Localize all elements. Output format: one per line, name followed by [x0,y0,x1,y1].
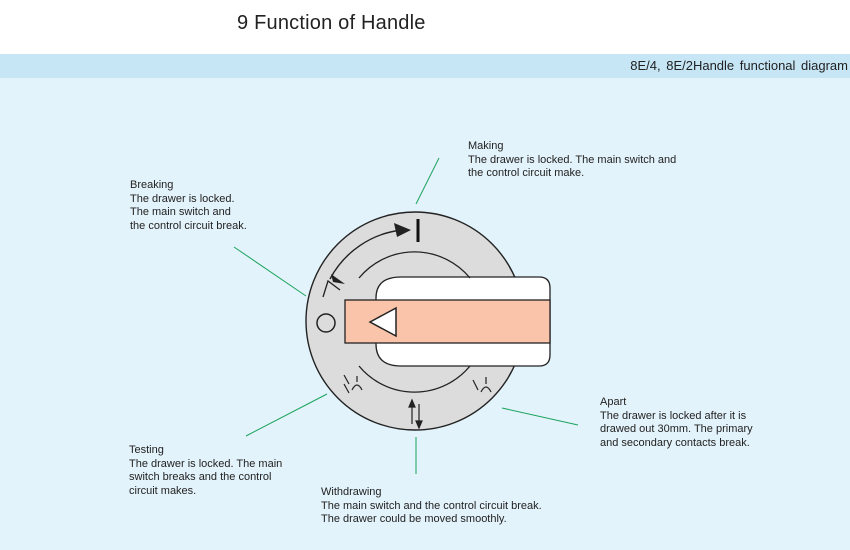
leader-line-testing [245,393,328,437]
label-testing: Testing The drawer is locked. The main s… [129,444,319,498]
leader-line-apart [501,407,579,426]
leader-line-breaking [233,246,307,297]
handle-shadow-arc [358,251,471,279]
test-contact-icon [343,374,363,394]
page-title: 9 Function of Handle [237,12,426,34]
rotation-arc [329,229,403,280]
rotation-arrow-icon [394,223,411,237]
label-making-desc: The drawer is locked. The main switch an… [468,153,677,180]
label-making: Making The drawer is locked. The main sw… [468,140,708,181]
handle-diagram [233,157,579,474]
withdraw-arrows-icon [408,398,423,430]
break-zigzag-icon [322,279,341,298]
label-withdrawing: Withdrawing The main switch and the cont… [321,486,581,527]
label-testing-title: Testing [129,444,164,456]
leader-line-making [415,157,440,205]
break-arrow-icon [331,274,345,284]
label-withdrawing-desc: The main switch and the control circuit … [321,499,542,526]
label-testing-desc: The drawer is locked. The main switch br… [129,457,283,497]
diagram-caption: 8E/4, 8E/2Handle functional diagram [630,58,848,73]
label-withdrawing-title: Withdrawing [321,486,382,498]
label-breaking-title: Breaking [130,179,174,191]
label-apart-title: Apart [600,396,627,408]
off-circle-icon [316,313,336,333]
diagram-area: Making The drawer is locked. The main sw… [0,78,850,550]
label-apart: Apart The drawer is locked after it is d… [600,396,800,450]
label-breaking-desc: The drawer is locked. The main switch an… [130,192,247,232]
label-breaking: Breaking The drawer is locked. The main … [130,179,310,233]
handle-shadow-arc-lower [358,365,471,393]
triangle-pointer-icon [368,306,397,338]
header-bar: 8E/4, 8E/2Handle functional diagram [0,54,850,78]
label-making-title: Making [468,140,504,152]
label-apart-desc: The drawer is locked after it is drawed … [600,409,753,449]
apart-contact-icon [472,377,492,393]
